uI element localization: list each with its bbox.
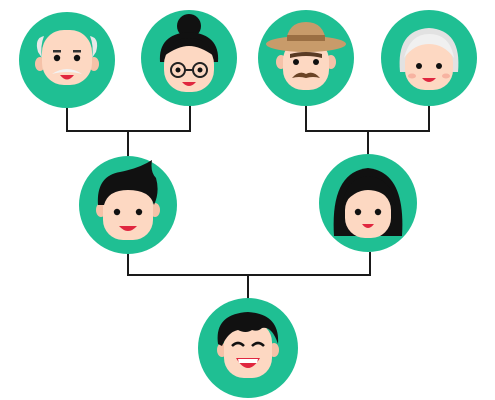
node-grandmother-maternal [381,10,477,106]
node-grandfather-paternal [19,12,115,108]
connector-parents [127,252,371,300]
connector-maternal-grandparents [305,105,430,157]
old-woman-white-hair-icon [399,28,459,90]
node-father [79,156,177,254]
man-hat-mustache-icon [266,22,346,90]
connector-paternal-grandparents [66,105,191,157]
boy-laughing-icon [217,312,279,378]
old-man-bald-mustache-icon [35,30,99,85]
woman-black-bob-icon [333,168,403,238]
node-child [198,298,298,398]
man-quiff-icon [96,160,160,240]
connectors [66,105,430,300]
old-woman-bun-glasses-icon [159,14,219,92]
node-mother [319,154,417,252]
node-grandfather-maternal [258,10,354,106]
node-grandmother-paternal [141,10,237,106]
